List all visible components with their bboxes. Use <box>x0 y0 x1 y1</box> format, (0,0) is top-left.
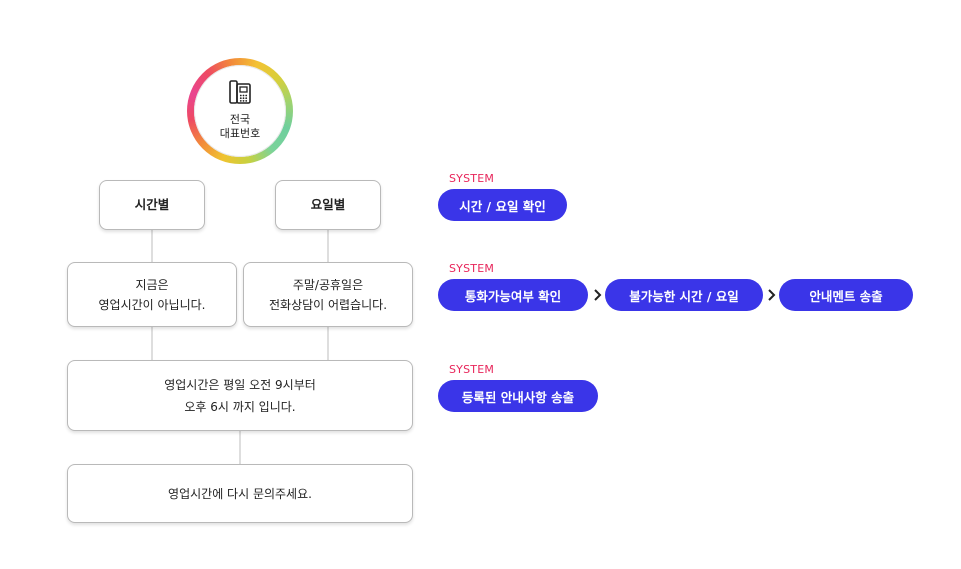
pill-check-time-day: 시간 / 요일 확인 <box>438 189 567 221</box>
hub-label: 전국 대표번호 <box>219 113 261 140</box>
system-label-1: SYSTEM <box>449 172 495 185</box>
node-by-day: 요일별 <box>275 180 381 230</box>
pill-registered-notice-send: 등록된 안내사항 송출 <box>438 380 598 412</box>
node-hours-info: 영업시간은 평일 오전 9시부터 오후 6시 까지 입니다. <box>67 360 413 431</box>
node-retry: 영업시간에 다시 문의주세요. <box>67 464 413 523</box>
system-label-3: SYSTEM <box>449 363 495 376</box>
node-now-closed: 지금은 영업시간이 아닙니다. <box>67 262 237 327</box>
hub-national-number: 전국 대표번호 <box>187 58 293 164</box>
chevron-right-icon <box>768 289 776 301</box>
system-label-2: SYSTEM <box>449 262 495 275</box>
chevron-right-icon <box>594 289 602 301</box>
pill-check-availability: 통화가능여부 확인 <box>438 279 588 311</box>
hub-inner: 전국 대표번호 <box>194 65 286 157</box>
desk-phone-icon <box>229 80 251 104</box>
pill-unavailable-time-day: 불가능한 시간 / 요일 <box>605 279 763 311</box>
node-by-time: 시간별 <box>99 180 205 230</box>
pill-announcement-send: 안내멘트 송출 <box>779 279 913 311</box>
node-weekend-holiday: 주말/공휴일은 전화상담이 어렵습니다. <box>243 262 413 327</box>
